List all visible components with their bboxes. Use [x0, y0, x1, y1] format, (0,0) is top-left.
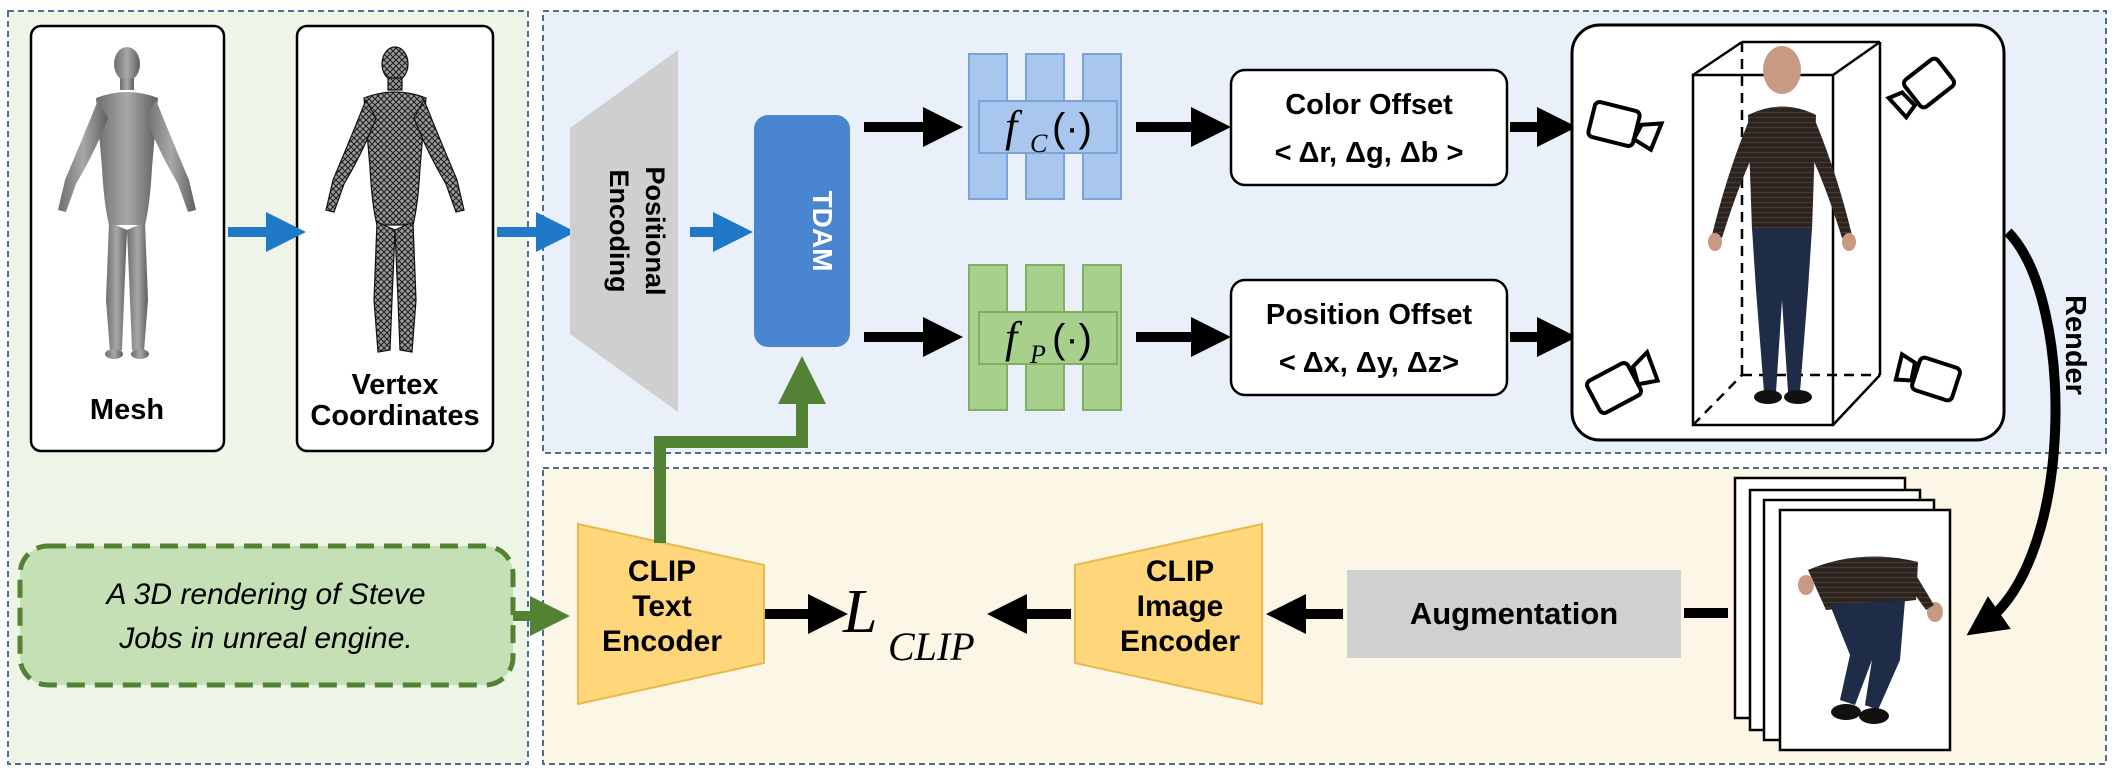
vertex-label-line2: Coordinates: [310, 400, 479, 432]
color-offset-title: Color Offset: [1285, 89, 1453, 121]
positional-encoding-line2: Encoding: [604, 170, 634, 293]
rendered-avatar: [1798, 556, 1943, 724]
render-scene-box: [1570, 23, 2006, 442]
text-prompt-line1: A 3D rendering of Steve: [104, 578, 425, 611]
render-label: Render: [2059, 295, 2091, 395]
text-encoder-line3: Encoder: [602, 625, 722, 658]
image-encoder-line1: CLIP: [1146, 555, 1214, 588]
fc-subscript: C: [1030, 129, 1048, 158]
fc-argument: (·): [1052, 106, 1092, 150]
image-encoder-line2: Image: [1137, 590, 1224, 623]
mesh-card: Mesh: [29, 24, 226, 453]
color-mlp-block: f C (·): [968, 53, 1122, 200]
positional-encoding-block: Positional Encoding: [570, 50, 678, 412]
tdam-label: TDAM: [807, 191, 838, 272]
loss-symbol: L: [842, 578, 877, 646]
mesh-figure: [58, 47, 196, 359]
text-prompt-box: A 3D rendering of Steve Jobs in unreal e…: [17, 543, 516, 688]
fp-argument: (·): [1052, 317, 1092, 361]
clip-image-encoder: CLIP Image Encoder: [1074, 522, 1263, 706]
clip-text-encoder: CLIP Text Encoder: [577, 522, 765, 706]
text-encoder-line2: Text: [632, 590, 691, 623]
augmentation-box: Augmentation: [1347, 570, 1681, 658]
camera-icon-top-right: [1885, 56, 1956, 121]
render-arrow: [1966, 228, 2061, 636]
vertex-label-line1: Vertex: [351, 369, 438, 401]
mesh-label: Mesh: [90, 394, 164, 426]
position-offset-title: Position Offset: [1266, 299, 1473, 331]
text-encoder-line1: CLIP: [628, 555, 696, 588]
wireframe-figure: [325, 46, 465, 353]
positional-encoding-line1: Positional: [640, 166, 670, 295]
rendered-views-stack: [1733, 476, 1952, 752]
text-prompt-line2: Jobs in unreal engine.: [118, 622, 413, 655]
fp-subscript: P: [1029, 340, 1046, 369]
camera-icon-bottom-left: [1585, 348, 1661, 415]
vertex-coordinates-card: Vertex Coordinates: [295, 24, 495, 453]
arrow-text-encoder-to-tdam: [654, 356, 826, 543]
loss-subscript: CLIP: [888, 624, 975, 669]
position-mlp-block: f P (·): [968, 264, 1122, 411]
augmentation-label: Augmentation: [1410, 596, 1618, 631]
camera-icon-bottom-right: [1893, 351, 1962, 403]
color-offset-formula: < Δr, Δg, Δb >: [1275, 137, 1464, 169]
image-encoder-line3: Encoder: [1120, 625, 1240, 658]
avatar-figure: [1708, 46, 1856, 404]
camera-icon-top-left: [1586, 100, 1665, 153]
color-offset-box: Color Offset < Δr, Δg, Δb >: [1229, 68, 1509, 187]
tdam-block: TDAM: [754, 115, 850, 347]
bounding-box: [1691, 40, 1882, 427]
position-offset-box: Position Offset < Δx, Δy, Δz>: [1229, 278, 1509, 397]
position-offset-formula: < Δx, Δy, Δz>: [1279, 347, 1459, 379]
